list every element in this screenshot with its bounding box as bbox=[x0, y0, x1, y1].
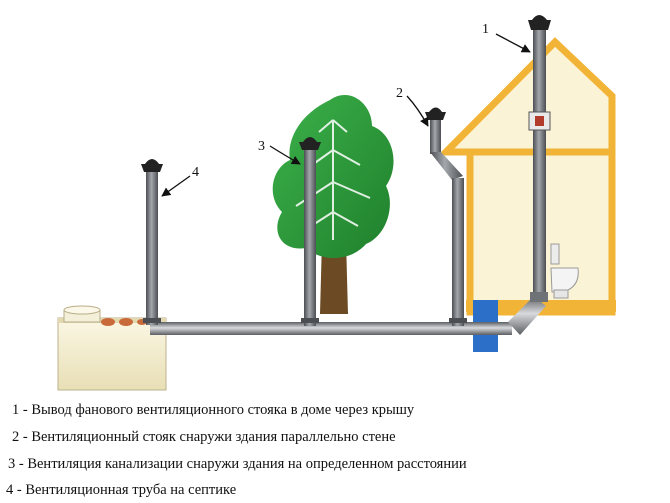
vent-pipe-standalone bbox=[299, 137, 321, 326]
vent-cap-3 bbox=[299, 137, 321, 150]
vent-cap-4 bbox=[141, 159, 163, 172]
callout-1: 1 bbox=[482, 22, 489, 37]
tree-trunk bbox=[320, 240, 348, 314]
septic-tank bbox=[57, 305, 167, 391]
legend-item-2: 2 - Вентиляционный стояк снаружи здания … bbox=[12, 429, 396, 445]
vent-cap-1 bbox=[528, 15, 551, 30]
legend-item-1: 1 - Вывод фанового вентиляционного стояк… bbox=[12, 402, 415, 418]
legend-item-4: 4 - Вентиляционная труба на септике bbox=[6, 482, 237, 498]
vent-cap-2 bbox=[425, 107, 446, 120]
vent-pipe-along-wall bbox=[425, 107, 467, 326]
fan-riser-through-roof bbox=[528, 15, 551, 302]
callout-2: 2 bbox=[396, 86, 403, 101]
toilet bbox=[550, 243, 579, 299]
callout-leaders bbox=[161, 33, 531, 197]
sewer-main-pipe bbox=[150, 296, 546, 335]
tree bbox=[272, 95, 394, 314]
legend: 1 - Вывод фанового вентиляционного стояк… bbox=[0, 394, 670, 503]
vent-pipe-septic bbox=[141, 159, 163, 325]
house-roof bbox=[437, 37, 616, 156]
sewer-ventilation-diagram: 1 2 3 4 bbox=[57, 15, 616, 391]
legend-item-3: 3 - Вентиляция канализации снаружи здани… bbox=[8, 456, 467, 472]
callout-4: 4 bbox=[192, 165, 199, 180]
callout-3: 3 bbox=[258, 139, 265, 154]
house bbox=[437, 37, 616, 316]
